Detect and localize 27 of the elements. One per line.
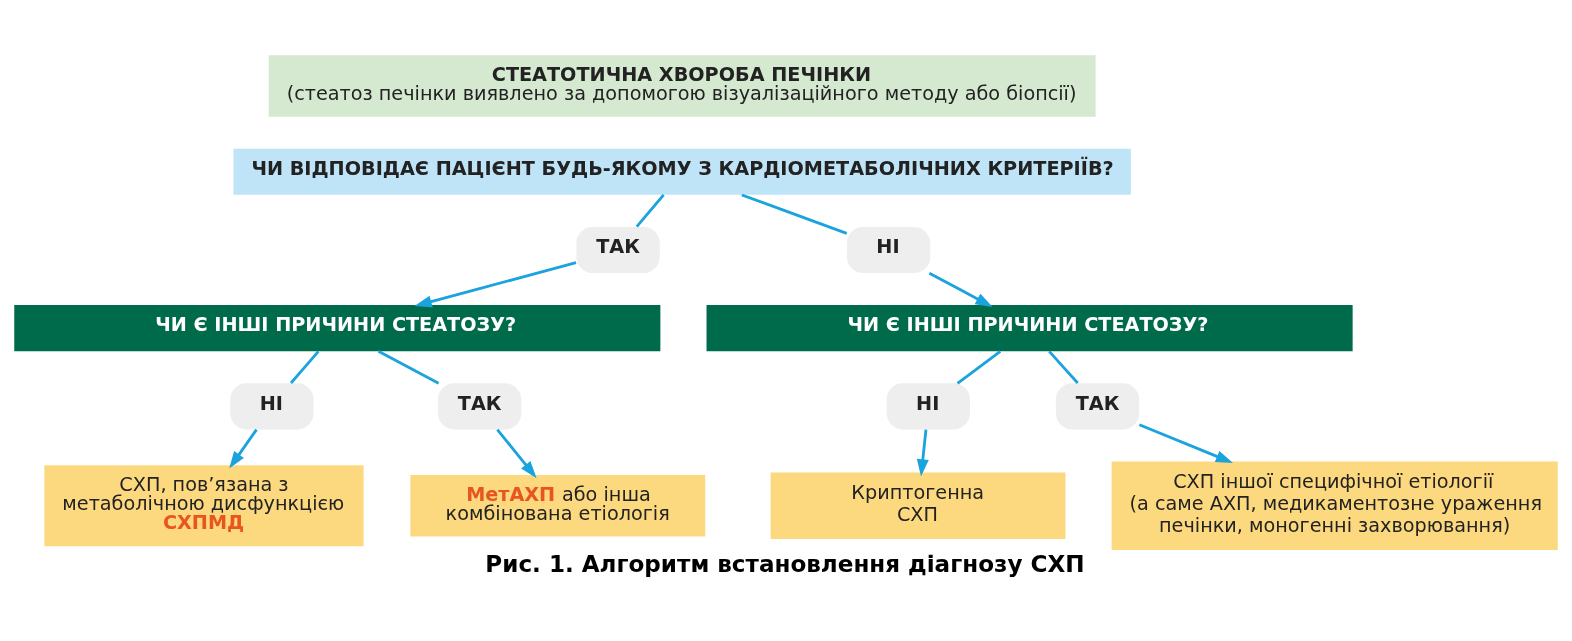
node-box: НІ xyxy=(846,226,931,274)
node-box: ТАК xyxy=(576,226,660,274)
node-box: ЧИ ВІДПОВІДАЄ ПАЦІЄНТ БУДЬ-ЯКОМУ З КАРДІОМЕТАБОЛІЧНИХ КРИТЕРІЇВ? xyxy=(233,148,1131,195)
node-box: СХП іншої специфічної етіології (а саме АХП, медикаментозне ураження печінки, моногенні захворювання) xyxy=(1111,461,1558,550)
arrow xyxy=(496,428,537,479)
connector xyxy=(289,350,320,384)
arrow xyxy=(1138,423,1233,463)
arrow xyxy=(229,428,258,469)
connector xyxy=(1048,350,1079,384)
connector xyxy=(377,350,440,385)
caption: Рис. 1. Алгоритм встановлення діагнозу СХП xyxy=(485,551,1085,578)
arrow xyxy=(414,261,577,308)
node-box: НІ xyxy=(886,383,970,430)
arrow xyxy=(928,271,993,308)
node-box: Криптогенна СХП xyxy=(770,472,1066,540)
node-box: ЧИ Є ІНШІ ПРИЧИНИ СТЕАТОЗУ? xyxy=(14,305,661,352)
node-box: ЧИ Є ІНШІ ПРИЧИНИ СТЕАТОЗУ? xyxy=(706,305,1353,352)
node-box: МетАХП або інша комбінована етіологія xyxy=(410,475,706,537)
node-box: НІ xyxy=(230,383,314,430)
connector xyxy=(741,193,848,235)
arrow xyxy=(916,429,929,477)
connector xyxy=(635,194,665,228)
node-box: ТАК xyxy=(437,383,522,430)
node-box: СТЕАТОТИЧНА ХВОРОБА ПЕЧІНКИ (стеатоз печінки виявлено за допомогою візуалізаційного методу або біопсії) xyxy=(268,55,1096,117)
connector xyxy=(956,350,1002,385)
node-box: СХП, пов’язана з метаболічною дисфункцією СХПМД xyxy=(44,465,364,547)
node-box: ТАК xyxy=(1055,383,1140,430)
